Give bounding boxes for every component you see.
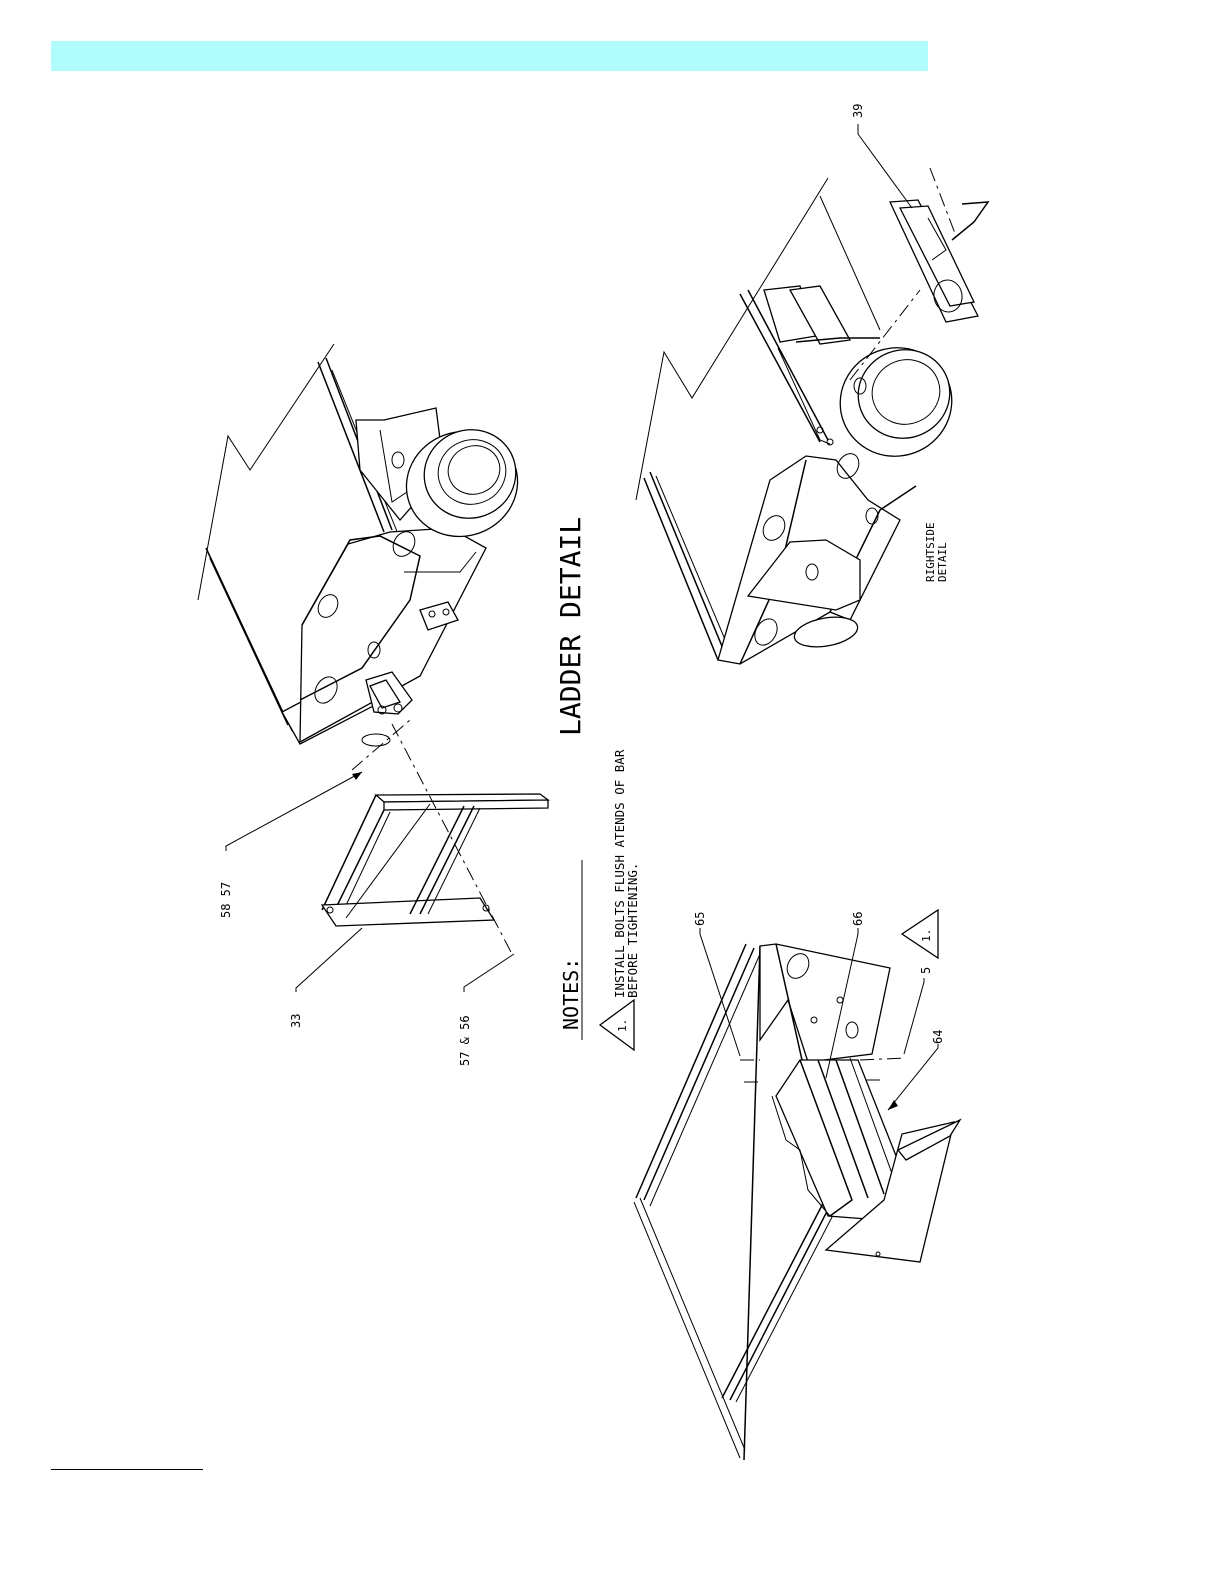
callout-66: 66 — [851, 912, 865, 926]
lower-trailer-assembly — [634, 928, 960, 1460]
upper-trailer-assembly — [198, 344, 532, 746]
ladder — [322, 794, 548, 926]
rightside-label-2: DETAIL — [936, 542, 949, 582]
callout-64: 64 — [931, 1030, 945, 1044]
note-reference-number: 1. — [920, 929, 933, 942]
callout-58-57: 58 57 — [219, 882, 233, 918]
notes-block: NOTES: 1. INSTALL BOLTS FLUSH ATENDS OF … — [559, 749, 640, 1050]
note-number: 1. — [616, 1019, 629, 1032]
note-line-2: BEFORE TIGHTENING. — [625, 863, 640, 998]
callout-5: 5 — [919, 967, 933, 974]
drawing-title: LADDER DETAIL — [554, 517, 587, 736]
callout-65: 65 — [693, 912, 707, 926]
rightside-trailer-assembly — [636, 124, 988, 664]
footer-rule — [51, 1469, 203, 1470]
upper-callout-leaders — [226, 720, 514, 992]
callout-39: 39 — [851, 104, 865, 118]
notes-heading: NOTES: — [559, 958, 583, 1030]
rightside-label-group: RIGHTSIDE DETAIL — [924, 522, 949, 582]
note-reference-triangle: 1. — [902, 910, 938, 958]
callout-57-56: 57 & 56 — [458, 1015, 472, 1066]
drawing-title-group: LADDER DETAIL — [554, 517, 587, 736]
callout-33: 33 — [289, 1014, 303, 1028]
